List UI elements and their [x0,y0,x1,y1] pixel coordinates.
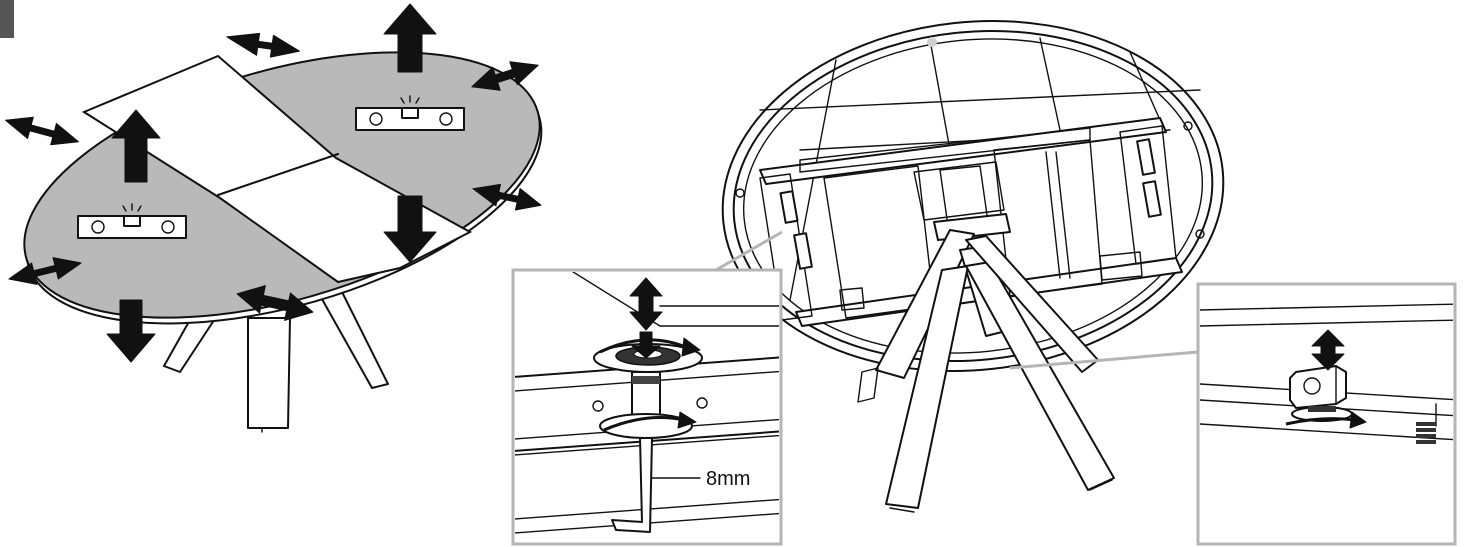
double-arrow-icon [5,116,79,146]
table-leg [965,261,1115,491]
corner-tab [0,0,14,38]
double-arrow-icon [471,61,539,91]
glide-block [1289,365,1347,409]
table-leg [875,229,975,379]
arrow-up-icon [111,109,161,183]
table-leg-front [247,317,291,429]
double-arrow-icon [8,257,82,285]
callout-connector [715,230,783,272]
table-left-view [5,3,543,433]
double-arrow-icon [226,32,301,58]
detail-hex-key-adjustment: 8mm [511,268,783,546]
double-arrow-icon [472,183,542,211]
detail-frame [1196,282,1457,546]
table-leg [885,265,969,509]
rotate-arrow-icon [603,416,685,432]
glide-thread [1416,422,1436,444]
arrow-down-icon [106,299,156,363]
double-arrow-icon [236,285,314,321]
double-arrow-icon [629,277,663,331]
tabletop-leaf [81,54,473,284]
callout-connector [1009,350,1199,370]
rotate-arrow-icon [599,338,689,354]
arrow-up-icon [383,3,437,73]
rotate-arrow-icon [1285,417,1357,426]
double-arrow-icon [1311,329,1345,371]
detail-leveling-glide [1196,282,1457,546]
arrow-down-icon [383,195,437,263]
spirit-level-icon [355,95,465,131]
hex-key-size-label: 8mm [706,468,750,490]
rim-screw [735,37,1205,239]
rail-clip [779,138,1162,270]
table-underside-view [721,19,1225,513]
hex-key-icon [611,437,653,533]
table-leg-right [317,287,389,389]
spirit-level-icon [77,203,187,239]
